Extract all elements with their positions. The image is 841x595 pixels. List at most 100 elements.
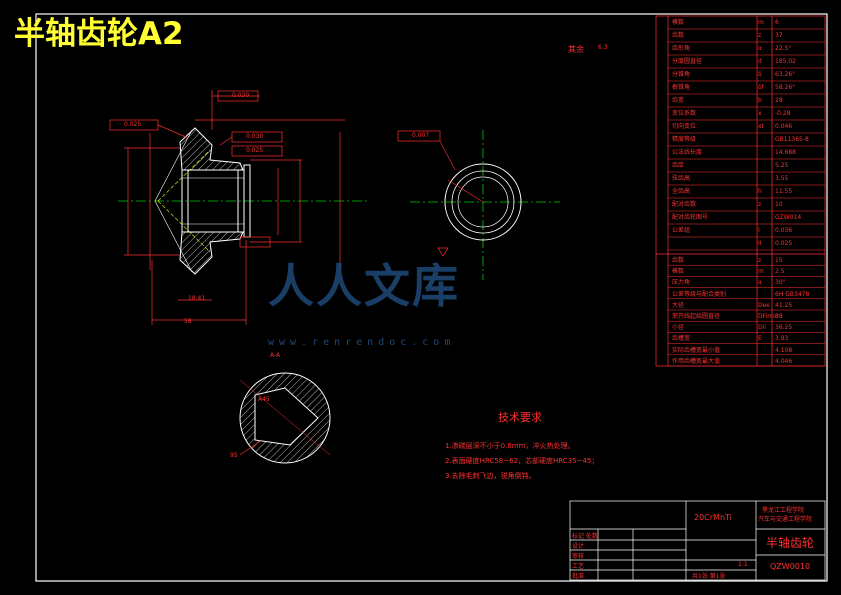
table-cell: E (758, 335, 762, 343)
watermark-url: www.renrendoc.com (268, 337, 456, 348)
table-cell: 齿宽 (672, 97, 685, 104)
gear-dimensions (109, 90, 345, 325)
tol-3: 0.030 (246, 133, 264, 140)
table-cell: 配对齿数 (672, 201, 697, 208)
table-cell: DFimin (758, 313, 779, 320)
table-cell: GZW014 (775, 214, 802, 221)
table-cell: h (758, 188, 762, 195)
table-cell: 小径 (672, 324, 685, 332)
table-cell: z (758, 32, 762, 39)
table-cell: 3.93 (775, 335, 789, 343)
spline-end-view (397, 130, 560, 280)
table-cell: 模数 (672, 268, 685, 276)
table-cell: 大径 (672, 301, 685, 309)
table-cell: 根锥角 (672, 84, 691, 91)
table-cell: 0.036 (775, 227, 793, 234)
section-label: A-A (270, 352, 281, 359)
parameter-table-rows (668, 28, 825, 367)
table-cell: 37 (775, 32, 783, 39)
table-cell: 齿厚 (672, 162, 685, 169)
tb-row-2: 设计 (572, 543, 585, 550)
watermark-logo: 人人文库 (268, 259, 460, 313)
gear-section-view (118, 127, 370, 275)
sheet-border (35, 13, 828, 582)
table-cell: xt (758, 123, 764, 130)
table-cell: 15 (775, 257, 783, 264)
table-cell: 齿数 (672, 32, 685, 39)
tol-2: 0.030 (232, 92, 250, 99)
table-cell: 模数 (672, 19, 685, 26)
table-cell: α (758, 279, 762, 287)
table-cell: 齿形角 (672, 45, 691, 52)
sheet-title: 半轴齿轮A2 (14, 16, 184, 52)
table-cell: m (758, 268, 764, 276)
table-cell: 实际齿槽宽最小值 (672, 346, 721, 354)
tech-item-2: 2.表面硬度HRC58~62，芯部硬度HRC35~45； (445, 457, 599, 465)
table-cell: 4.046 (775, 357, 793, 365)
table-cell: 63.26° (775, 71, 796, 78)
scale: 1:1 (738, 561, 748, 568)
table-cell: 公差等级与配合类别 (672, 290, 727, 298)
table-cell: 压力角 (672, 279, 691, 287)
tb-row-5: 批准 (572, 573, 585, 580)
table-cell: δ (758, 71, 762, 78)
table-cell: b (758, 97, 762, 104)
tol-1: 0.025 (124, 121, 142, 128)
table-cell: 切向变位 (672, 123, 697, 130)
table-cell: Dee (758, 301, 771, 309)
table-cell: α (758, 45, 762, 52)
table-cell: 齿数 (672, 257, 685, 264)
table-cell: 6H GB3478 (775, 290, 810, 298)
table-cell: 齿槽宽 (672, 335, 691, 343)
table-cell: 11.55 (775, 188, 793, 195)
tb-row-4: 工艺 (572, 563, 585, 570)
table-cell: Dii (758, 324, 766, 332)
table-cell: 14.688 (775, 149, 796, 156)
table-cell: 公差组 (672, 227, 691, 234)
dept-name: 汽车与交通工程学院 (758, 516, 813, 523)
tech-item-3: 3.去除毛刺飞边，锐角倒钝。 (445, 472, 536, 480)
table-cell: -0.28 (775, 110, 791, 117)
table-cell: 3.55 (775, 175, 789, 182)
tb-row-3: 审核 (572, 553, 585, 560)
table-cell: 41.25 (775, 301, 793, 309)
table-cell: 渐开线起始圆直径 (672, 313, 721, 320)
table-cell: 6 (775, 19, 779, 26)
tech-title: 技术要求 (498, 411, 542, 424)
table-cell: 变位系数 (672, 110, 697, 117)
table-cell: 58.26° (775, 84, 796, 91)
dim-gear-width: 58 (184, 318, 192, 325)
table-cell: 38 (775, 313, 783, 320)
section-dim: 95 (230, 452, 238, 459)
table-cell: z (758, 201, 762, 208)
table-cell: 0.046 (775, 123, 793, 130)
roughness-value: 6.3 (598, 44, 608, 51)
table-cell: 公法线长度 (672, 149, 703, 156)
table-cell: 4.108 (775, 346, 793, 354)
table-cell: 36.25 (775, 324, 793, 332)
tol-5: 0.025 (246, 147, 264, 154)
drawing-no: QZW0010 (770, 562, 811, 571)
table-cell: z (758, 257, 762, 264)
table-cell: x (758, 110, 762, 117)
table-cell: 作用齿槽宽最大值 (672, 357, 721, 365)
table-cell: I (758, 227, 760, 234)
part-name: 半轴齿轮 (766, 536, 815, 550)
table-cell: 2.5 (775, 268, 785, 276)
table-cell: 22.5° (775, 45, 792, 52)
table-cell: 配对齿轮图号 (672, 214, 709, 221)
sheet-info: 共1张 第1张 (692, 573, 726, 580)
table-cell: 弦齿高 (672, 175, 691, 182)
tol-4: 0.007 (412, 132, 430, 139)
dim-hub-width: 18.41 (188, 295, 206, 302)
table-cell: 0.025 (775, 240, 793, 247)
table-cell: 全齿高 (672, 188, 691, 195)
table-cell: 5.25 (775, 162, 789, 169)
school-name: 黑龙江工程学院 (762, 507, 805, 514)
section-angle: A45 (258, 396, 270, 403)
section-a-a (239, 372, 331, 464)
tech-item-1: 1.渗碳层深不小于0.8mm，淬火热处理。 (445, 442, 575, 450)
material: 20CrMnTi (694, 513, 732, 522)
table-cell: δf (758, 84, 764, 91)
